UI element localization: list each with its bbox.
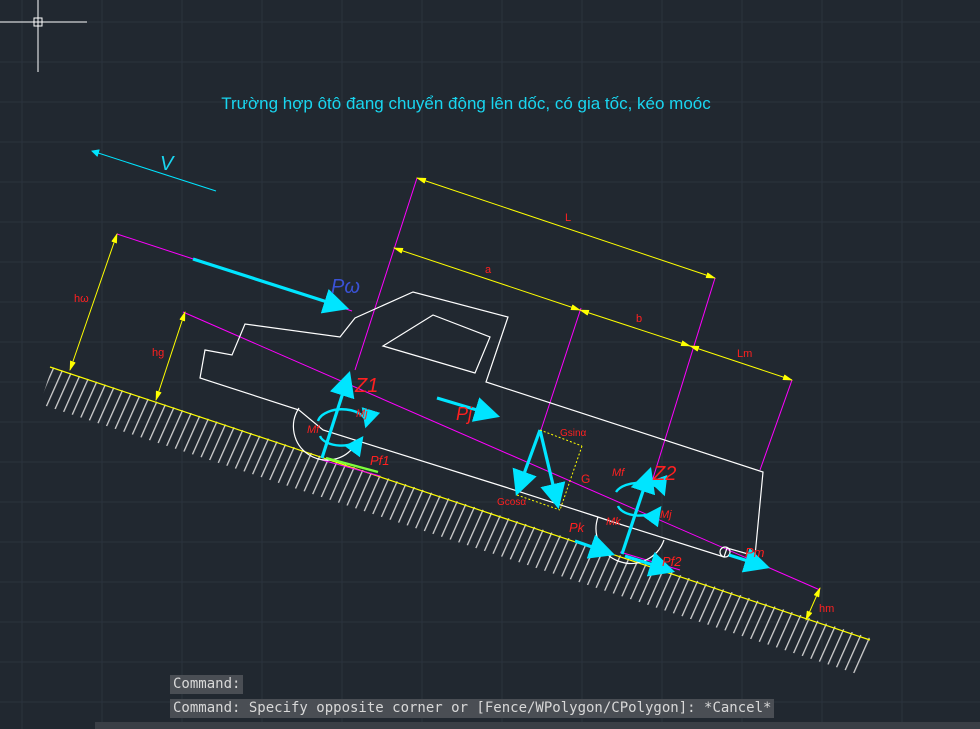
mj1-label: Mj <box>356 408 368 420</box>
crosshair-cursor-icon <box>0 0 87 72</box>
gravity-components <box>516 429 583 511</box>
dimension-lines <box>69 177 821 621</box>
force-vectors <box>192 257 771 577</box>
z2-force-arrow <box>620 466 656 555</box>
pk-force-arrow <box>574 534 616 559</box>
command-input-bar[interactable] <box>95 722 980 729</box>
pj-force-arrow <box>436 396 501 422</box>
command-history-line: Command: <box>170 675 244 694</box>
pm-force-arrow <box>728 548 771 573</box>
dim-label-hw: hω <box>74 293 89 305</box>
dim-label-a: a <box>485 264 492 276</box>
mj2-label: Mj <box>660 509 672 521</box>
pj-label: Pj <box>456 404 473 424</box>
drawing-title: Trường hợp ôtô đang chuyển động lên dốc,… <box>221 94 711 113</box>
pf1-force-arrow <box>325 456 379 474</box>
gcos-label: Gcosα <box>497 497 526 508</box>
command-last-line: Command: Specify opposite corner or [Fen… <box>170 699 775 718</box>
gsin-label: Gsinα <box>560 428 587 439</box>
pf2-label: Pf2 <box>662 554 682 569</box>
gcos-force-arrow <box>512 429 542 497</box>
mf1-label: Mf <box>307 424 320 436</box>
z2-label: Z2 <box>652 463 676 485</box>
g-force-arrow <box>538 429 566 510</box>
pf1-label: Pf1 <box>370 453 390 468</box>
g-label: G <box>581 472 590 486</box>
dim-label-b: b <box>636 313 642 325</box>
mk-label: Mk <box>606 516 621 528</box>
pm-label: Pm <box>745 545 765 560</box>
dim-label-hg: hg <box>152 347 164 359</box>
pf2-force-arrow <box>624 551 676 577</box>
pk-label: Pk <box>569 520 586 535</box>
velocity-arrow <box>91 149 217 192</box>
pw-force-arrow <box>192 257 350 314</box>
dim-label-L: L <box>565 212 571 224</box>
mf2-label: Mf <box>612 467 625 479</box>
pw-label: Pω <box>331 276 360 298</box>
dim-label-hm: hm <box>819 603 834 615</box>
ground-line <box>49 366 871 641</box>
z1-label: Z1 <box>354 375 378 397</box>
ground-hatching <box>40 367 870 675</box>
dim-label-Lm: Lm <box>737 348 752 360</box>
z1-force-arrow <box>320 370 355 459</box>
velocity-label: V <box>160 153 175 175</box>
